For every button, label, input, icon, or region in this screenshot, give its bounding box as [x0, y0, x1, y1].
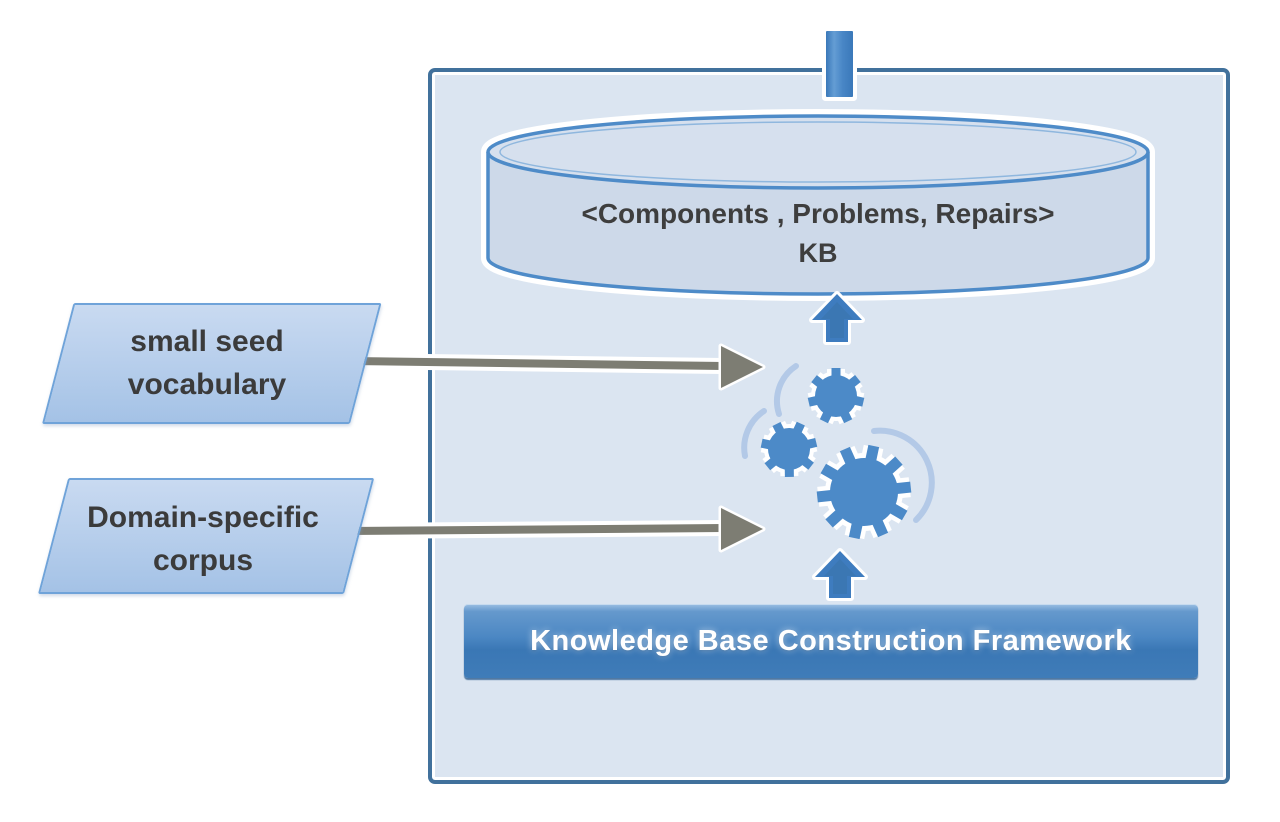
cylinder-top	[486, 114, 1150, 190]
output-connector-bar	[826, 31, 853, 97]
input-arrow-seed-vocabulary-icon	[349, 343, 766, 391]
framework-banner-label: Knowledge Base Construction Framework	[530, 624, 1132, 657]
rotation-arc	[774, 363, 799, 417]
input-label-line1: small seed	[130, 325, 284, 358]
gear-large	[816, 444, 912, 540]
gear-small-top	[807, 368, 865, 425]
rotation-arc	[741, 408, 767, 459]
gear-small-left	[760, 420, 818, 478]
up-arrow-shape	[812, 548, 868, 601]
input-label-line2: vocabulary	[127, 368, 287, 401]
rotation-arcs	[741, 363, 935, 523]
input-label-line2: corpus	[152, 544, 254, 577]
input-arrow-domain-corpus-icon	[347, 505, 766, 553]
rotation-arc	[871, 427, 935, 523]
framework-banner: Knowledge Base Construction Framework	[464, 604, 1198, 678]
gears-icon	[741, 363, 935, 540]
cylinder-top-inner-line	[499, 121, 1137, 183]
input-label-line1: Domain-specific	[87, 501, 319, 534]
input-arrows	[347, 343, 766, 553]
cylinder-body	[486, 152, 1150, 296]
up-arrow-shape	[809, 291, 865, 345]
input-label-domain-corpus: Domain-specific corpus	[58, 496, 348, 582]
up-arrow-from-framework-icon	[812, 548, 868, 601]
up-arrow-inner-shade	[824, 559, 856, 594]
kb-store-title: <Components , Problems, Repairs>	[581, 198, 1055, 229]
up-arrow-to-kb-icon	[809, 291, 865, 345]
input-label-seed-vocabulary: small seed vocabulary	[62, 320, 352, 406]
kb-store-subtitle: KB	[798, 238, 838, 268]
up-arrow-inner-shade	[821, 302, 853, 338]
database-cylinder-icon	[481, 109, 1155, 301]
